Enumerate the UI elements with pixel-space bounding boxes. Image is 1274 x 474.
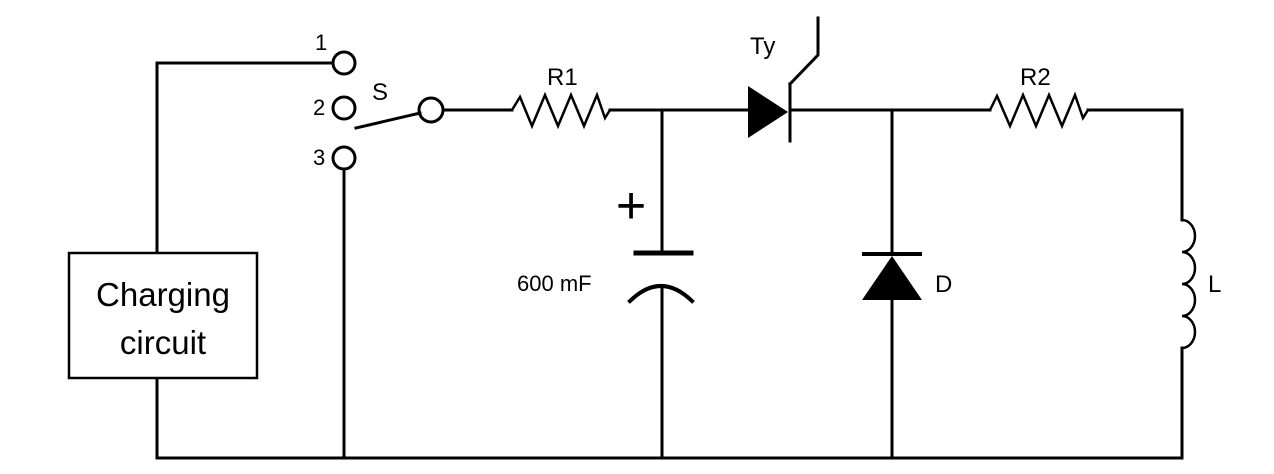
capacitor-polarity-plus: + bbox=[616, 177, 646, 235]
charging-circuit-label-line2: circuit bbox=[120, 324, 206, 361]
capacitor: + 600 mF bbox=[517, 177, 695, 304]
charging-circuit-block: Charging circuit bbox=[67, 251, 259, 380]
thyristor-gate bbox=[787, 16, 820, 87]
capacitor-value-label: 600 mF bbox=[517, 271, 592, 296]
resistor-r2-label: R2 bbox=[1020, 64, 1051, 91]
switch-common-terminal bbox=[417, 96, 445, 124]
switch-terminal-1 bbox=[331, 50, 357, 76]
switch-terminal-2 bbox=[331, 95, 357, 121]
switch-position-1-label: 1 bbox=[315, 30, 327, 55]
switch-terminal-3 bbox=[331, 145, 357, 171]
inductor-l: L bbox=[1181, 218, 1221, 350]
resistor-r1: R1 bbox=[510, 64, 612, 130]
capacitor-plate-negative bbox=[627, 284, 695, 304]
thyristor-label: Ty bbox=[750, 33, 775, 60]
wires bbox=[155, 61, 1184, 460]
charging-circuit-label-line1: Charging bbox=[96, 276, 230, 313]
switch-blade bbox=[354, 111, 422, 130]
thyristor-ty: Ty bbox=[748, 16, 820, 143]
switch-position-2-label: 2 bbox=[313, 95, 325, 120]
resistor-r2: R2 bbox=[988, 64, 1090, 130]
resistor-r1-label: R1 bbox=[547, 64, 578, 91]
diode-d: D bbox=[862, 252, 952, 300]
switch-position-3-label: 3 bbox=[313, 145, 325, 170]
inductor-label: L bbox=[1208, 271, 1221, 298]
switch-label: S bbox=[372, 79, 388, 106]
switch-s: 1 2 3 S bbox=[313, 30, 445, 171]
diode-label: D bbox=[935, 271, 952, 298]
